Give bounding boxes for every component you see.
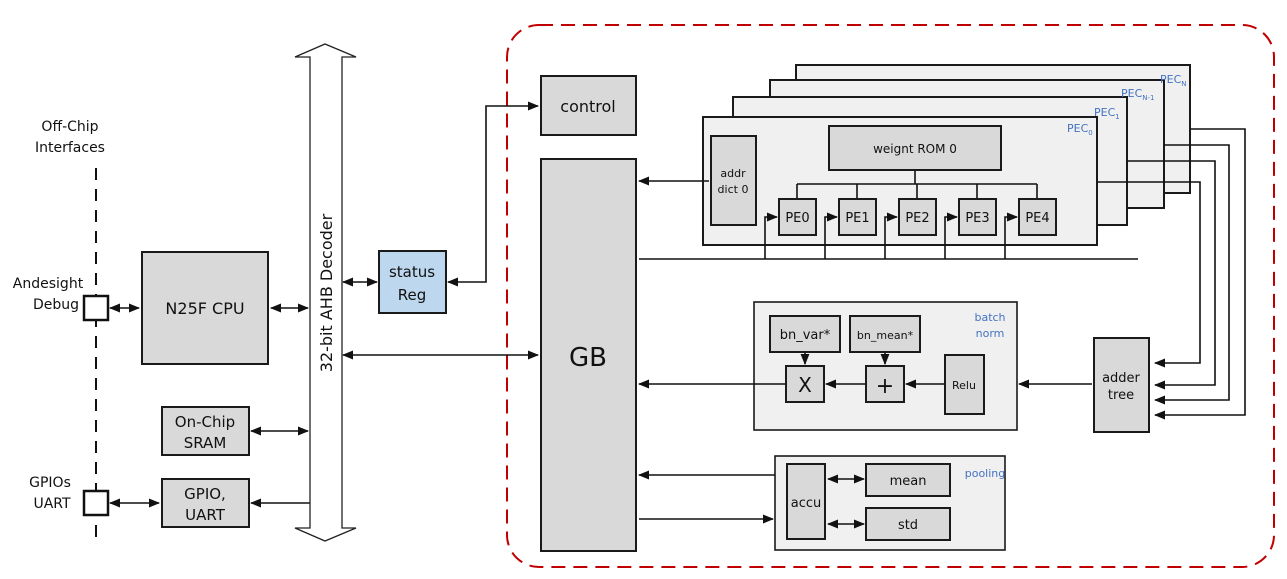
pe-block[interactable] [898,198,937,236]
adder-tree-block[interactable] [1093,337,1150,433]
multiply-block[interactable] [785,365,825,403]
multiply-label: X [798,373,812,397]
off-chip-label: Off-Chip [41,119,98,135]
control-block[interactable] [540,75,637,136]
sram-label-2: SRAM [184,434,227,452]
gpio-uart-label: GPIO, [184,485,226,503]
debug-label: Andesight [13,276,84,292]
add-block[interactable] [865,365,905,403]
pe-block[interactable] [958,198,997,236]
relu-block[interactable] [944,354,985,415]
pe-label: PE1 [845,211,869,226]
bn-mean-label: bn_mean* [857,329,914,342]
status-control-link [446,101,540,287]
status-reg-label-2: Reg [398,286,427,304]
pooling-label: pooling [965,467,1006,480]
std-block[interactable] [865,507,951,541]
adder-tree-label: adder [1102,371,1140,386]
debug-label-2: Debug [33,297,79,313]
pec-0-out [1097,181,1201,368]
pec-n-1-out [1153,144,1230,405]
pec-1-out [1127,160,1216,390]
relu-label: Relu [952,379,976,392]
gb-pe-input [1004,212,1019,259]
gb-label: GB [569,343,607,373]
std-label: std [898,518,918,533]
weight-rom-label: weignt ROM 0 [873,142,957,156]
cpu-block[interactable] [141,251,269,365]
batch-norm-label-2: norm [976,327,1005,340]
add-label: + [876,374,894,399]
ahb-bus [294,43,357,542]
gb-pe-input [884,212,899,259]
gpio-uart-label-2: UART [185,506,226,524]
mean-block[interactable] [865,463,951,497]
ahb-bus-label: 32-bit AHB Decoder [317,213,336,372]
gpio-port-label: GPIOs [29,475,71,491]
batch-norm-label: batch [974,311,1005,324]
weight-rom-block[interactable] [828,125,1002,171]
control-label: control [560,97,615,116]
addr-dict-block[interactable] [710,135,757,226]
gb-pe-input [944,212,959,259]
pe-label: PE2 [905,211,929,226]
addr-dict-label: addr [720,167,746,180]
addr-dict-label-2: dict 0 [718,183,749,196]
gpio-uart-block[interactable] [161,478,250,528]
accelerator-boundary [506,24,1275,568]
cpu-label: N25F CPU [165,299,244,318]
debug-port[interactable] [82,294,110,322]
accu-label: accu [791,496,822,511]
pe-label: PE0 [785,211,809,226]
sram-label: On-Chip [175,413,235,431]
pe-block[interactable] [1018,198,1057,236]
mean-label: mean [890,474,927,489]
pe-block[interactable] [838,198,877,236]
gb-pe-input [764,212,779,259]
gpio-port-label-2: UART [33,496,71,512]
bn-var-label: bn_var* [780,328,831,343]
pec-n-out [1153,128,1246,420]
gpio-port[interactable] [82,489,110,517]
bn-var-block[interactable] [769,315,841,353]
pec-n-1-label: PECN-1 [1121,87,1154,102]
pec-n-label: PECN [1160,73,1187,88]
bn-mean-block[interactable] [849,315,921,353]
gb-block[interactable] [540,158,637,552]
pe-label: PE4 [1025,211,1049,226]
accu-block[interactable] [786,463,826,540]
pe-block[interactable] [778,198,817,236]
adder-tree-label-2: tree [1108,388,1134,403]
status-reg-label: status [389,263,435,281]
pec-0-label: PEC0 [1067,122,1093,137]
off-chip-label-2: Interfaces [35,140,105,156]
status-reg-block[interactable] [378,250,447,314]
gb-pe-input [824,212,839,259]
sram-block[interactable] [161,406,250,456]
pec-1-label: PEC1 [1094,106,1120,121]
pe-label: PE3 [965,211,989,226]
pe-array: PE0 PE1 PE2 PE3 PE4 [764,184,1057,259]
